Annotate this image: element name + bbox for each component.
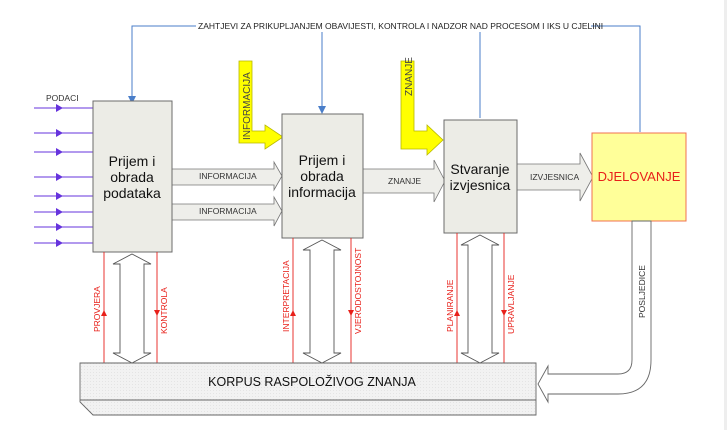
data-input-line: [34, 192, 93, 200]
posljedice-label: POSLJEDICE: [637, 265, 647, 318]
arrow-right-icon: [56, 192, 63, 200]
arrow-up-icon: [101, 310, 107, 316]
link-vjerodostojnost: VJERODOSTOJNOST: [348, 238, 363, 363]
link-provjera-label: PROVJERA: [92, 286, 102, 332]
posljedice-arrow: POSLJEDICE: [537, 220, 652, 404]
box-prijem-podataka: Prijem i obrada podataka: [92, 100, 173, 253]
page-edge: [724, 0, 727, 430]
box1-line3: podataka: [103, 185, 161, 201]
yellow-informacija-label: INFORMACIJA: [242, 72, 253, 140]
box1-line1: Prijem i: [109, 153, 156, 169]
double-arrow-icon: [112, 253, 152, 364]
link-kontrola: KONTROLA: [154, 252, 169, 363]
arrow-down-icon: [154, 310, 160, 316]
feedback-loop: ZAHTJEVI ZA PRIKUPLJANJEM OBAVIJESTI, KO…: [128, 21, 641, 132]
box-djelovanje: DJELOVANJE: [591, 132, 687, 222]
link-planiranje-label: PLANIRANJE: [445, 279, 455, 332]
box2-line2: obrada: [300, 168, 344, 184]
link-provjera: PROVJERA: [92, 252, 107, 363]
link-planiranje: PLANIRANJE: [445, 233, 460, 363]
data-input-line: [34, 239, 93, 247]
flow-znanje: ZNANJE: [362, 159, 446, 203]
inputs-label: PODACI: [46, 93, 79, 103]
flow-informacija-1-label: INFORMACIJA: [199, 171, 257, 181]
arrow-down-icon: [348, 310, 354, 316]
arrow-up-icon: [290, 310, 296, 316]
box1-line2: obrada: [110, 169, 154, 185]
flow-izvjesnica: IZVJESNICA: [516, 152, 594, 202]
link-interpretacija-label: INTERPRETACIJA: [281, 260, 291, 332]
arrow-right-icon: [56, 208, 63, 216]
flow-informacija-2-label: INFORMACIJA: [199, 206, 257, 216]
arrow-right-icon: [56, 104, 63, 112]
korpus-label: KORPUS RASPOLOŽIVOG ZNANJA: [208, 374, 416, 389]
yellow-input-informacija: INFORMACIJA: [238, 60, 284, 150]
yellow-input-znanje: ZNANJE: [400, 57, 444, 156]
arrow-right-icon: [56, 129, 63, 137]
feedback-label: ZAHTJEVI ZA PRIKUPLJANJEM OBAVIJESTI, KO…: [198, 21, 603, 31]
vertical-links: PROVJERA KONTROLA INTERPRETACIJA VJERODOSTO…: [92, 233, 516, 364]
korpus-bar: KORPUS RASPOLOŽIVOG ZNANJA: [79, 362, 537, 416]
arrow-right-icon: [56, 148, 63, 156]
data-input-line: [34, 173, 93, 181]
yellow-znanje-label: ZNANJE: [404, 57, 415, 96]
box4-label: DJELOVANJE: [598, 169, 681, 184]
flow-izvjesnica-label: IZVJESNICA: [530, 172, 579, 182]
arrow-right-icon: [56, 223, 63, 231]
arrow-right-icon: [56, 239, 63, 247]
arrow-down-icon: [501, 310, 507, 316]
box-prijem-informacija: Prijem i obrada informacija: [281, 113, 364, 239]
box-stvaranje-izvjesnica: Stvaranje izvjesnica: [443, 119, 518, 234]
link-upravljanje: UPRAVLJANJE: [501, 233, 516, 363]
box3-line2: izvjesnica: [450, 177, 511, 193]
arrow-up-icon: [454, 310, 460, 316]
data-inputs: PODACI: [34, 93, 93, 247]
arrow-down-icon: [128, 96, 136, 104]
box2-line3: informacija: [288, 184, 356, 200]
data-input-line: [34, 223, 93, 231]
arrow-right-icon: [56, 173, 63, 181]
box3-line1: Stvaranje: [450, 161, 509, 177]
flow-informacija-2: INFORMACIJA: [171, 195, 283, 227]
link-vjerodostojnost-label: VJERODOSTOJNOST: [353, 248, 363, 334]
data-input-line: [34, 208, 93, 216]
link-kontrola-label: KONTROLA: [159, 287, 169, 334]
flow-informacija-1: INFORMACIJA: [171, 160, 283, 192]
double-arrow-icon: [302, 239, 342, 364]
arrow-down-icon: [318, 106, 326, 114]
link-interpretacija: INTERPRETACIJA: [281, 238, 296, 363]
double-arrow-icon: [460, 234, 500, 364]
flow-znanje-label: ZNANJE: [388, 176, 421, 186]
data-input-line: [34, 129, 93, 137]
data-input-line: [34, 148, 93, 156]
link-upravljanje-label: UPRAVLJANJE: [506, 274, 516, 334]
data-input-line: [34, 104, 93, 112]
box2-line1: Prijem i: [299, 152, 346, 168]
